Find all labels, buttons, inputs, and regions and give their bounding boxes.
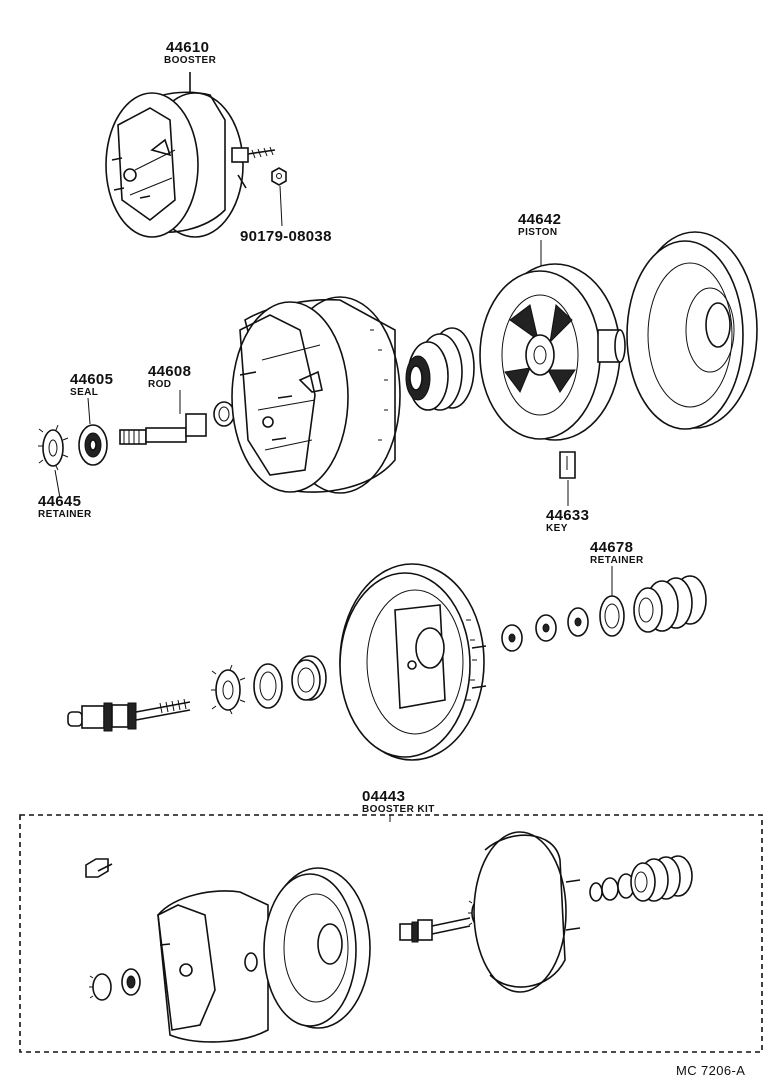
part-name-rod: ROD bbox=[148, 379, 172, 390]
piston-44642-drawing bbox=[479, 240, 626, 441]
seal-44605-drawing bbox=[78, 397, 108, 466]
booster-kit-frame bbox=[19, 814, 763, 1053]
key-44633-drawing bbox=[559, 451, 576, 506]
diaphragm-boot-drawing bbox=[405, 327, 475, 411]
retainer-44678-drawing bbox=[599, 566, 625, 637]
part-name-piston: PISTON bbox=[518, 227, 558, 238]
part-number-44645: 44645 bbox=[38, 493, 82, 510]
part-name-retainer-44678: RETAINER bbox=[590, 555, 644, 566]
part-number-90179-08038: 90179-08038 bbox=[240, 228, 332, 245]
part-number-44610: 44610 bbox=[166, 39, 210, 56]
part-number-44642: 44642 bbox=[518, 211, 562, 228]
retainer-44645-drawing bbox=[38, 424, 69, 499]
diagram-code: MC 7206-A bbox=[676, 1063, 746, 1078]
lock-washer-drawing bbox=[211, 664, 246, 715]
nut-drawing bbox=[271, 167, 287, 227]
valve-parts-drawing bbox=[501, 607, 589, 652]
part-name-booster: BOOSTER bbox=[164, 55, 217, 66]
part-number-44608: 44608 bbox=[148, 363, 192, 380]
part-number-44633: 44633 bbox=[546, 507, 590, 524]
part-number-44678: 44678 bbox=[590, 539, 634, 556]
front-shell-drawing bbox=[231, 296, 401, 494]
center-shell-drawing bbox=[339, 563, 487, 761]
part-name-booster-kit: BOOSTER KIT bbox=[362, 804, 435, 815]
booster-assembly-drawing bbox=[105, 72, 276, 238]
rear-shell-drawing bbox=[626, 231, 758, 430]
rod-44608-drawing bbox=[119, 390, 235, 445]
washer-ring-drawing bbox=[253, 655, 327, 709]
part-number-44605: 44605 bbox=[70, 371, 114, 388]
valve-rod-drawing bbox=[67, 698, 191, 732]
part-name-seal: SEAL bbox=[70, 387, 99, 398]
kit-parts-drawing bbox=[85, 831, 693, 1043]
part-name-key: KEY bbox=[546, 523, 568, 534]
part-number-04443: 04443 bbox=[362, 788, 406, 805]
part-name-retainer-44645: RETAINER bbox=[38, 509, 92, 520]
bellows-boot-drawing bbox=[633, 575, 707, 633]
